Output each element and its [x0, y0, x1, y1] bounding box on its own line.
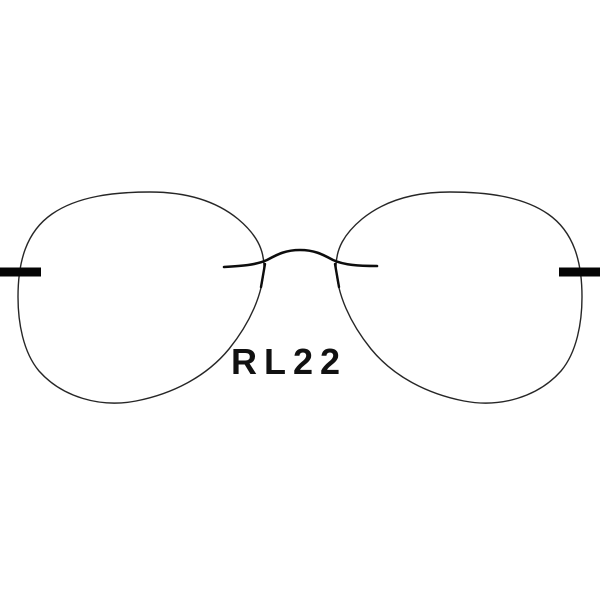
right-lens-outline-icon — [335, 191, 583, 404]
left-pad-arm-icon — [259, 262, 267, 289]
left-lens-outline-icon — [17, 191, 265, 404]
right-pad-arm-icon — [333, 262, 341, 289]
bridge-wire-icon — [222, 248, 379, 269]
model-code-label: RL22 — [231, 341, 347, 382]
